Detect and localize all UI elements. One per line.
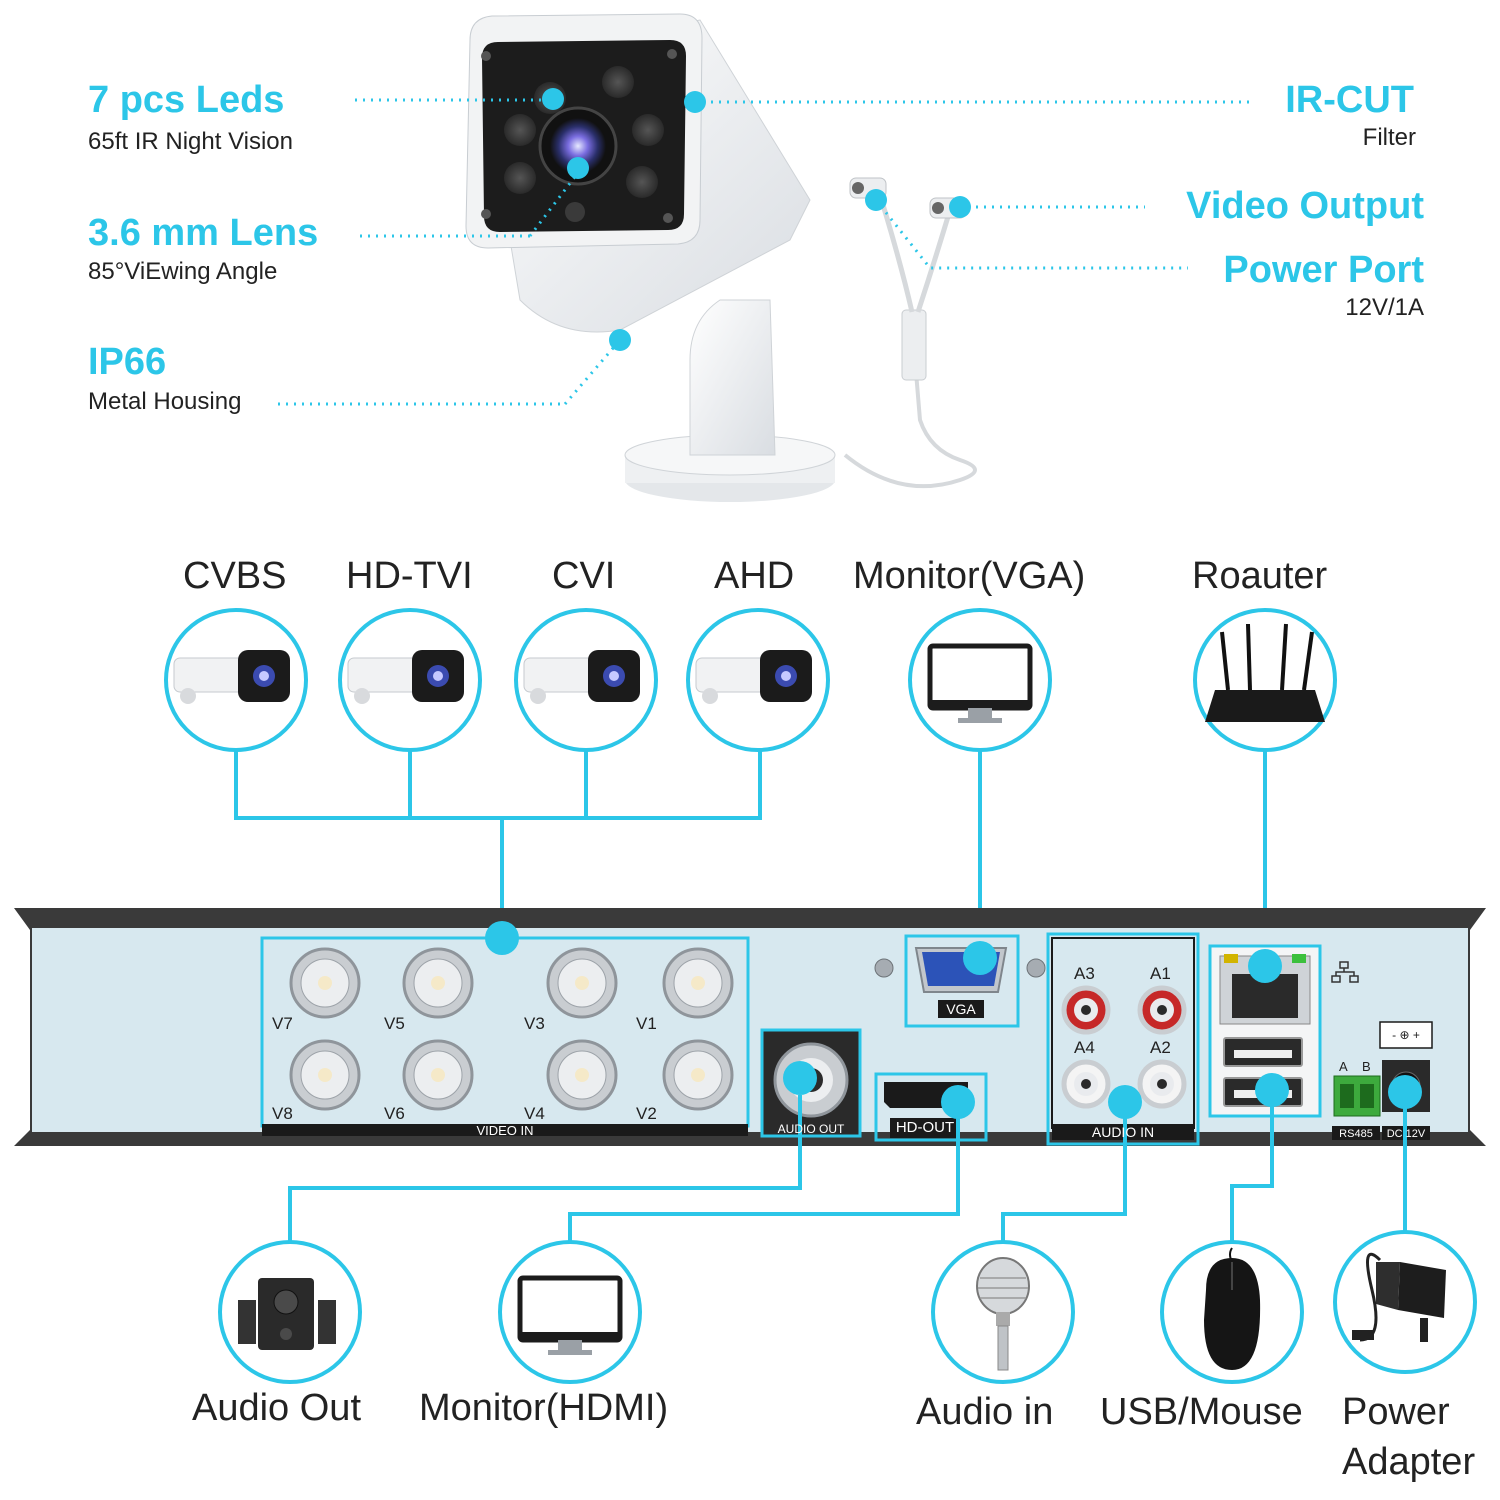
ahd-label: AHD — [714, 555, 795, 597]
hd-out-highlight — [874, 1072, 988, 1142]
hd-out-label: HD-OUT — [895, 1119, 955, 1136]
network-icon — [1331, 961, 1359, 983]
monitor-vga-label: Monitor(VGA) — [853, 555, 1086, 597]
rs485-pin-a: A — [1339, 1059, 1348, 1074]
housing-feature-title: IP66 — [88, 341, 167, 383]
power-polarity-symbol: - ⊕ + — [1392, 1028, 1420, 1042]
bottom-connection-lines — [288, 1095, 1407, 1242]
power-port-feature-title: Power Port — [1223, 249, 1424, 291]
hd-out-label-box — [890, 1118, 960, 1138]
mouse-icon — [1204, 1247, 1261, 1370]
bnc-label-v2: V2 — [636, 1104, 657, 1123]
hdtvi-label: HD-TVI — [346, 555, 473, 597]
audio-out-label: AUDIO OUT — [777, 1122, 845, 1136]
bnc-label-v7: V7 — [272, 1014, 293, 1033]
power-adapter-label-line2: Adapter — [1342, 1441, 1476, 1483]
video-output-feature-title: Video Output — [1186, 185, 1424, 227]
dc-label: DC 12V — [1386, 1128, 1426, 1140]
rca-ports — [1061, 985, 1187, 1109]
monitor-hdmi-icon — [517, 1275, 623, 1355]
cvbs-label: CVBS — [183, 555, 287, 597]
bnc-label-v1: V1 — [636, 1014, 657, 1033]
video-in-label-bar — [262, 1124, 748, 1136]
monitor-vga-icon — [927, 643, 1033, 723]
leds-feature-title: 7 pcs Leds — [88, 79, 285, 121]
bnc-label-v3: V3 — [524, 1014, 545, 1033]
router-icon — [1205, 623, 1325, 722]
rs485-terminal — [1333, 1075, 1381, 1117]
power-adapter-icon — [1352, 1252, 1446, 1342]
monitor-hdmi-label: Monitor(HDMI) — [419, 1387, 669, 1429]
audio-out-device-label: Audio Out — [192, 1387, 361, 1429]
camera-illustration — [465, 13, 977, 502]
rs485-label-box — [1332, 1126, 1380, 1140]
bottom-device-rings — [218, 1230, 1477, 1384]
lens-feature-title: 3.6 mm Lens — [88, 212, 319, 254]
vga-port — [874, 947, 1046, 1018]
mini-camera-icons — [173, 650, 812, 704]
audio-label-a2: A2 — [1150, 1038, 1171, 1057]
rs485-label: RS485 — [1339, 1128, 1373, 1140]
audio-label-a3: A3 — [1074, 964, 1095, 983]
microphone-icon — [976, 1257, 1030, 1371]
rs485-pin-b: B — [1362, 1059, 1371, 1074]
leds-feature-subtitle: 65ft IR Night Vision — [88, 128, 293, 155]
audio-in-device-label: Audio in — [916, 1391, 1054, 1433]
speaker-icon — [238, 1278, 336, 1350]
bnc-label-v4: V4 — [524, 1104, 545, 1123]
power-adapter-label-line1: Power — [1342, 1391, 1450, 1433]
audio-label-a1: A1 — [1150, 964, 1171, 983]
power-port-feature-subtitle: 12V/1A — [1345, 294, 1424, 321]
audio-in-label: AUDIO IN — [1091, 1124, 1155, 1140]
cvi-label: CVI — [552, 555, 616, 597]
audio-label-a4: A4 — [1074, 1038, 1095, 1057]
bnc-ports — [289, 947, 734, 1111]
bnc-label-v6: V6 — [384, 1104, 405, 1123]
housing-feature-subtitle: Metal Housing — [88, 388, 242, 415]
usb-mouse-label: USB/Mouse — [1100, 1391, 1303, 1433]
ircut-feature-title: IR-CUT — [1285, 79, 1414, 121]
bnc-label-v5: V5 — [384, 1014, 405, 1033]
camera-callout-lines — [278, 98, 1250, 406]
bnc-label-v8: V8 — [272, 1104, 293, 1123]
lens-feature-subtitle: 85°ViEwing Angle — [88, 258, 278, 285]
vga-label: VGA — [946, 1001, 976, 1017]
router-label: Roauter — [1192, 555, 1328, 597]
camera-callout-dots — [542, 88, 971, 351]
vga-highlight — [904, 934, 1020, 1028]
ircut-feature-subtitle: Filter — [1362, 124, 1416, 151]
panel-connection-dots — [485, 921, 1422, 1119]
video-in-label: VIDEO IN — [476, 1123, 534, 1138]
dc-polarity-box — [1379, 1021, 1433, 1049]
